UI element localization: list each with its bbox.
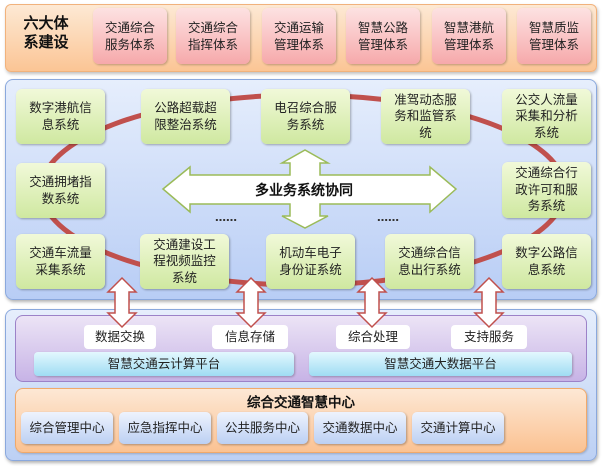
box-line: 机动车电子 — [279, 245, 342, 260]
ellipsis-left: …… — [215, 211, 237, 224]
system-label: 管理体系 — [528, 37, 579, 52]
box-line: 务系统 — [286, 116, 325, 132]
ellipsis-right: …… — [377, 211, 399, 224]
system-road-info[interactable]: 数字公路信息系统 — [502, 234, 591, 289]
box-line: 数字港航信 — [29, 100, 92, 115]
box-line: 公路超载超 — [154, 100, 217, 115]
system-label: 智慧公路 — [357, 20, 408, 35]
system-label: 管理体系 — [443, 37, 494, 52]
box-line: 交通拥堵指 — [29, 174, 92, 189]
system-label: 智慧港航 — [443, 20, 494, 35]
system-label: 指挥体系 — [187, 37, 238, 52]
six-systems-title: 六大体 系建设 — [10, 14, 82, 52]
box-line: 身份证系统 — [279, 261, 342, 277]
cloud-platform[interactable]: 智慧交通云计算平台 — [34, 352, 294, 376]
box-line: 息系统 — [527, 261, 566, 277]
box-line: 采集和分析 — [515, 108, 578, 124]
system-label: 管理体系 — [357, 37, 408, 52]
system-box-command[interactable]: 交通综合指挥体系 — [176, 8, 250, 64]
tag-info-storage: 信息存储 — [212, 325, 288, 349]
tag-data-exchange: 数据交换 — [84, 325, 156, 349]
system-bus-flow[interactable]: 公交人流量采集和分析系统 — [502, 89, 591, 144]
box-line: 采集系统 — [35, 261, 86, 277]
box-line: 统 — [419, 124, 432, 140]
system-box-service[interactable]: 交通综合服务体系 — [93, 8, 167, 64]
box-line: 息系统 — [41, 116, 80, 132]
double-arrow-processing — [356, 276, 388, 329]
four-way-arrow — [161, 149, 458, 229]
center-emergency[interactable]: 应急指挥中心 — [119, 412, 211, 444]
system-box-transport[interactable]: 交通运输管理体系 — [262, 8, 336, 64]
double-arrow-support — [473, 276, 505, 329]
system-travel-info[interactable]: 交通综合信息出行系统 — [385, 234, 474, 289]
box-line: 数系统 — [41, 190, 80, 206]
box-line: 务系统 — [527, 198, 566, 214]
box-line: 数字公路信 — [515, 245, 578, 260]
system-vehicle-id[interactable]: 机动车电子身份证系统 — [266, 234, 355, 289]
box-line: 准驾动态服 — [394, 91, 457, 107]
system-overload[interactable]: 公路超载超限整治系统 — [141, 89, 230, 144]
system-dispatch[interactable]: 电召综合服务系统 — [261, 89, 350, 144]
system-label: 管理体系 — [273, 37, 324, 52]
box-line: 息出行系统 — [398, 261, 461, 277]
center-data[interactable]: 交通数据中心 — [314, 412, 406, 444]
box-line: 系统 — [171, 269, 197, 285]
center-management[interactable]: 综合管理中心 — [21, 412, 113, 444]
box-line: 系统 — [533, 124, 559, 140]
box-line: 政许可和服 — [515, 181, 578, 197]
box-line: 公交人流量 — [515, 91, 578, 107]
double-arrow-info-storage — [235, 276, 267, 329]
six-systems-title-line1: 六大体 — [23, 14, 69, 32]
system-label: 交通综合 — [187, 20, 238, 35]
system-label: 交通运输 — [273, 20, 324, 35]
double-arrow-data-exchange — [106, 276, 138, 329]
system-construction[interactable]: 交通建设工程视频监控系统 — [140, 234, 229, 289]
box-line: 电召综合服 — [274, 100, 337, 115]
system-box-port[interactable]: 智慧港航管理体系 — [432, 8, 506, 64]
six-systems-title-line2: 系建设 — [23, 33, 69, 51]
system-congestion[interactable]: 交通拥堵指数系统 — [16, 163, 105, 218]
tag-processing: 综合处理 — [336, 325, 410, 349]
box-line: 交通建设工 — [153, 236, 216, 252]
box-line: 程视频监控 — [153, 253, 216, 269]
system-vehicle-flow[interactable]: 交通车流量采集系统 — [16, 234, 105, 289]
center-public-service[interactable]: 公共服务中心 — [217, 412, 308, 444]
system-admin[interactable]: 交通综合行政许可和服务系统 — [502, 162, 591, 218]
system-box-quality[interactable]: 智慧质监管理体系 — [517, 8, 591, 64]
system-driving[interactable]: 准驾动态服务和监管系统 — [381, 89, 470, 144]
box-line: 务和监管系 — [394, 108, 457, 124]
box-line: 交通综合信 — [398, 245, 461, 260]
tag-support-service: 支持服务 — [451, 325, 527, 349]
system-label: 服务体系 — [104, 37, 155, 52]
system-port-info[interactable]: 数字港航信息系统 — [16, 89, 105, 144]
system-label: 交通综合 — [104, 20, 155, 35]
box-line: 交通综合行 — [515, 165, 578, 181]
system-box-highway[interactable]: 智慧公路管理体系 — [346, 8, 420, 64]
box-line: 交通车流量 — [29, 245, 92, 260]
smart-center-title: 综合交通智慧中心 — [247, 395, 355, 411]
system-label: 智慧质监 — [528, 20, 579, 35]
collaboration-label: 多业务系统协同 — [255, 183, 353, 199]
box-line: 限整治系统 — [154, 116, 217, 132]
center-computing[interactable]: 交通计算中心 — [412, 412, 504, 444]
bigdata-platform[interactable]: 智慧交通大数据平台 — [309, 352, 572, 376]
